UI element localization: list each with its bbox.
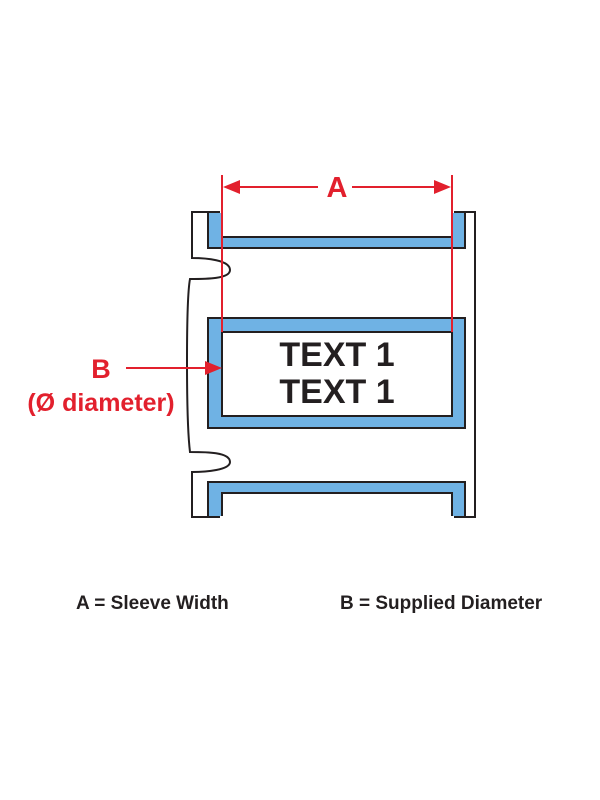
- legend-sleeve-width: A = Sleeve Width: [76, 593, 229, 614]
- bottom-sleeve: [207, 481, 466, 520]
- dimension-a-label: A: [327, 172, 348, 204]
- dimension-b-label: B: [91, 354, 111, 384]
- top-sleeve: [207, 210, 466, 249]
- middle-sleeve: [207, 317, 466, 429]
- dimension-a-arrowhead-right: [434, 180, 451, 194]
- label-text-line-1: TEXT 1: [279, 336, 394, 374]
- dimension-a-arrowhead-left: [223, 180, 240, 194]
- dimension-b-arrowhead: [205, 361, 222, 375]
- dimension-b-sublabel: (Ø diameter): [27, 389, 174, 417]
- legend-supplied-diameter: B = Supplied Diameter: [340, 593, 543, 614]
- label-text-line-2: TEXT 1: [279, 373, 394, 411]
